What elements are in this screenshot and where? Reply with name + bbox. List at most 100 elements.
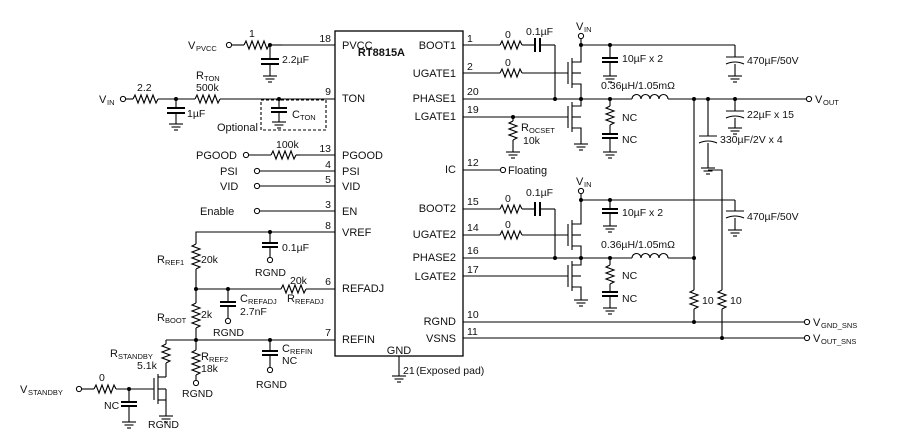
pin-num-boot1: 1 (467, 33, 473, 45)
vin-hs2-terminal (577, 187, 585, 195)
r-pvcc-value: 1 (249, 28, 255, 40)
r-standby (160, 343, 172, 364)
r-boot-value: 2k (201, 309, 213, 321)
pin-num-gnd: 21 (403, 365, 415, 377)
l2-value: 0.36µH/1.05mΩ (601, 239, 675, 251)
floating-label: Floating (508, 165, 547, 177)
c-vin-value: 1µF (187, 108, 205, 120)
c-refin-nc: NC (282, 355, 298, 367)
pin-name-refin: REFIN (342, 334, 375, 346)
c-pvcc-value: 2.2µF (282, 54, 309, 66)
pin-name-phase2: PHASE2 (413, 252, 456, 264)
pin-num-pvcc: 18 (319, 33, 331, 45)
pin-name-pvcc: PVCC (342, 40, 373, 52)
vout-label: V (815, 94, 823, 106)
r-refadj-sub: REFADJ (295, 297, 324, 306)
c-bulk1-value: 470µF/50V (747, 55, 799, 67)
r-ref1-sub: REF1 (165, 258, 184, 267)
pin-name-lgate1: LGATE1 (415, 111, 456, 123)
r-sns1-value: 10 (702, 295, 714, 307)
r-ton-sub: TON (204, 74, 220, 83)
c-boot1-value: 0.1µF (526, 26, 553, 38)
pin-num-phase1: 20 (467, 86, 479, 98)
vin-ton-sub: IN (107, 98, 115, 107)
r-ref1-label: R (157, 254, 165, 266)
r-refadj (280, 283, 307, 295)
optional-box (260, 99, 327, 131)
inductor-2 (631, 252, 669, 259)
ic-body (334, 30, 464, 357)
pin-num-boot2: 15 (467, 196, 479, 208)
gnd-pin: GND 21 (Exposed pad) (387, 345, 484, 383)
vstandby-label: V (20, 384, 28, 396)
vid-terminal (253, 182, 261, 190)
phase2-power-stage: 0 0.1µF 0 V IN 10µF x 2 470µF/50V (463, 99, 799, 315)
r-ton-label: R (196, 70, 204, 82)
pin-num-lgate2: 17 (467, 264, 479, 276)
vid-label: VID (220, 181, 238, 193)
vin-ton-label: V (99, 94, 107, 106)
pin-num-ugate2: 14 (467, 222, 479, 234)
pvcc-input: V PVCC 1 2.2µF (188, 28, 309, 83)
pin-num-ic: 12 (467, 157, 479, 169)
r-standby-series-value: 0 (99, 372, 105, 384)
pgood-label: PGOOD (196, 150, 237, 162)
vstandby-sub: STANDBY (28, 388, 63, 397)
rgnd-vref-label: RGND (255, 267, 286, 279)
vin-hs1-sub: IN (584, 25, 592, 34)
psi-label: PSI (220, 166, 238, 178)
pin-name-gnd: GND (387, 345, 412, 357)
r-snubber1 (604, 105, 616, 126)
c-boot2-value: 0.1µF (526, 187, 553, 199)
pin-num-en: 3 (325, 199, 331, 211)
r-ugate2-value: 0 (505, 219, 511, 231)
r-boot (190, 302, 202, 329)
r-ton-value: 500k (196, 82, 220, 94)
vpvcc-sub: PVCC (196, 44, 217, 53)
phase1-power-stage: 0 0.1µF 0 V IN 10µF x 2 (463, 21, 839, 175)
pin-name-ugate2: UGATE2 (413, 229, 456, 241)
pin-name-ic: IC (445, 164, 456, 176)
ic-name: RT8815A (358, 47, 405, 59)
r-snubber1-nc: NC (622, 112, 638, 124)
rgnd-standby-label: RGND (148, 419, 179, 431)
l1-value: 0.36µH/1.05mΩ (601, 80, 675, 92)
ic-floating: Floating (463, 165, 547, 177)
r-ref2-sub: REF2 (209, 355, 228, 364)
r-refadj-value: 20k (290, 275, 308, 287)
c-standby-nc: NC (104, 400, 120, 412)
c-ton-label: C (292, 109, 300, 121)
optional-label: Optional (217, 122, 258, 134)
vout-sns-sub: OUT_SNS (821, 337, 856, 346)
pin-name-phase1: PHASE1 (413, 93, 456, 105)
vpvcc-label: V (188, 40, 196, 52)
r-ugate2 (499, 229, 523, 241)
r-boot1 (499, 39, 523, 51)
enable-terminal (253, 207, 261, 215)
c-out2-value: 330µF/2V x 4 (720, 134, 783, 146)
r-refadj-label: R (287, 293, 295, 305)
vout-sub: OUT (823, 98, 839, 107)
r-standby-sub: STANDBY (118, 352, 153, 361)
vin-hs2-label: V (576, 176, 584, 188)
pin-num-psi: 4 (325, 159, 331, 171)
ton-network: V IN 2.2 1µF R TON 500k C TON Optional (99, 70, 335, 134)
r-ref2-value: 18k (201, 363, 219, 375)
pin-name-ton: TON (342, 93, 365, 105)
r-ref2 (190, 349, 202, 376)
pin-name-boot1: BOOT1 (419, 40, 456, 52)
inductor-1 (631, 93, 669, 100)
pin-name-en: EN (342, 206, 357, 218)
r-snubber2-nc: NC (622, 270, 638, 282)
r-boot1-value: 0 (505, 29, 511, 41)
control-inputs: PGOOD 100k PSI VID Enable (196, 139, 300, 218)
r-snubber2 (604, 264, 616, 285)
vgnd-sns-sub: GND_SNS (821, 321, 857, 330)
r-boot-label: R (157, 312, 165, 324)
r-ugate1 (499, 67, 523, 79)
pin-name-psi: PSI (342, 166, 360, 178)
rgnd-refin-label: RGND (256, 379, 287, 391)
r-ocset-sub: OCSET (529, 126, 555, 135)
reference-network: 0.1µF RGND R REF1 20k 20k R REFADJ C REF… (110, 230, 335, 400)
